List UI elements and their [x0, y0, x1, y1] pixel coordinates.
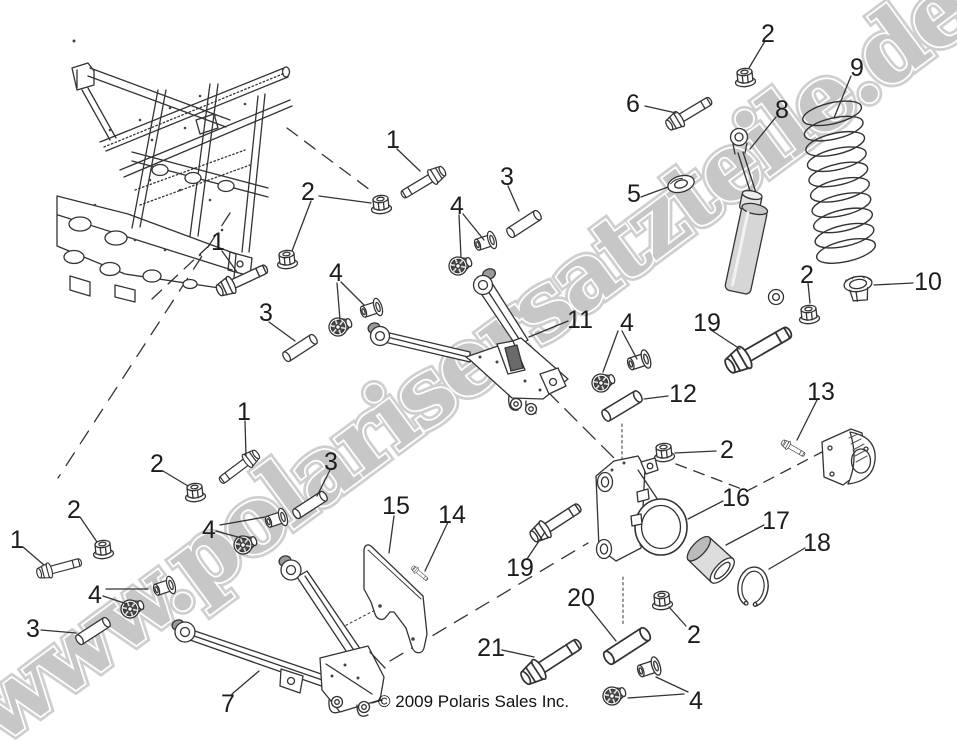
callout-2-d: 2: [800, 261, 814, 289]
callout-20: 20: [567, 584, 595, 612]
chassis-frame: [56, 39, 293, 303]
callout-21: 21: [477, 634, 505, 662]
callout-1-b: 1: [211, 228, 225, 256]
shock-absorber-8: [724, 127, 785, 306]
callout-3-c: 3: [324, 448, 338, 476]
callout-3-a: 3: [500, 163, 514, 191]
callout-4-e: 4: [88, 581, 102, 609]
callout-13: 13: [807, 378, 835, 406]
callout-4-b: 4: [329, 259, 343, 287]
callout-8: 8: [775, 96, 789, 124]
callout-10: 10: [914, 268, 942, 296]
callout-4-a: 4: [450, 192, 464, 220]
callout-labels: 1 2 3 4 1 4 3 2 9 6 8 5 10 2 19 11 4 12 …: [10, 20, 942, 718]
spring-retainer-10: [843, 275, 873, 302]
mud-guard-15: [363, 544, 428, 654]
callout-18: 18: [803, 529, 831, 557]
leader-lines: [22, 40, 914, 699]
callout-3-d: 3: [26, 615, 40, 643]
brake-caliper: [821, 428, 876, 486]
upper-a-arm-11: [367, 268, 569, 416]
callout-14: 14: [438, 501, 466, 529]
callout-5: 5: [627, 180, 641, 208]
callout-19-b: 19: [506, 554, 534, 582]
callout-2-f: 2: [67, 496, 81, 524]
bearing-17: [686, 535, 735, 584]
callout-3-b: 3: [259, 299, 273, 327]
callout-12: 12: [669, 380, 697, 408]
callout-1-c: 1: [237, 398, 251, 426]
callout-2-a: 2: [301, 178, 315, 206]
callout-2-g: 2: [720, 436, 734, 464]
callout-6: 6: [626, 90, 640, 118]
washer-5: [667, 174, 695, 194]
callout-17: 17: [762, 507, 790, 535]
callout-2-c: 2: [761, 20, 775, 48]
callout-1-a: 1: [386, 126, 400, 154]
snap-ring-18: [737, 566, 769, 608]
callout-11: 11: [567, 306, 593, 334]
callout-4-f: 4: [689, 687, 703, 715]
callout-19-a: 19: [693, 309, 721, 337]
callout-1-d: 1: [10, 526, 24, 554]
callout-7: 7: [221, 690, 235, 718]
callout-4-d: 4: [202, 516, 216, 544]
copyright-text: © 2009 Polaris Sales Inc.: [378, 692, 569, 711]
parts: [34, 66, 877, 717]
callout-9: 9: [850, 54, 864, 82]
callout-15: 15: [382, 492, 410, 520]
callout-16: 16: [722, 484, 750, 512]
callout-2-e: 2: [150, 450, 164, 478]
bearing-carrier-16: [595, 455, 688, 562]
lower-a-arm-7: [171, 555, 386, 717]
callout-4-c: 4: [620, 309, 634, 337]
coil-spring-9: [802, 100, 877, 264]
callout-2-h: 2: [687, 621, 701, 649]
